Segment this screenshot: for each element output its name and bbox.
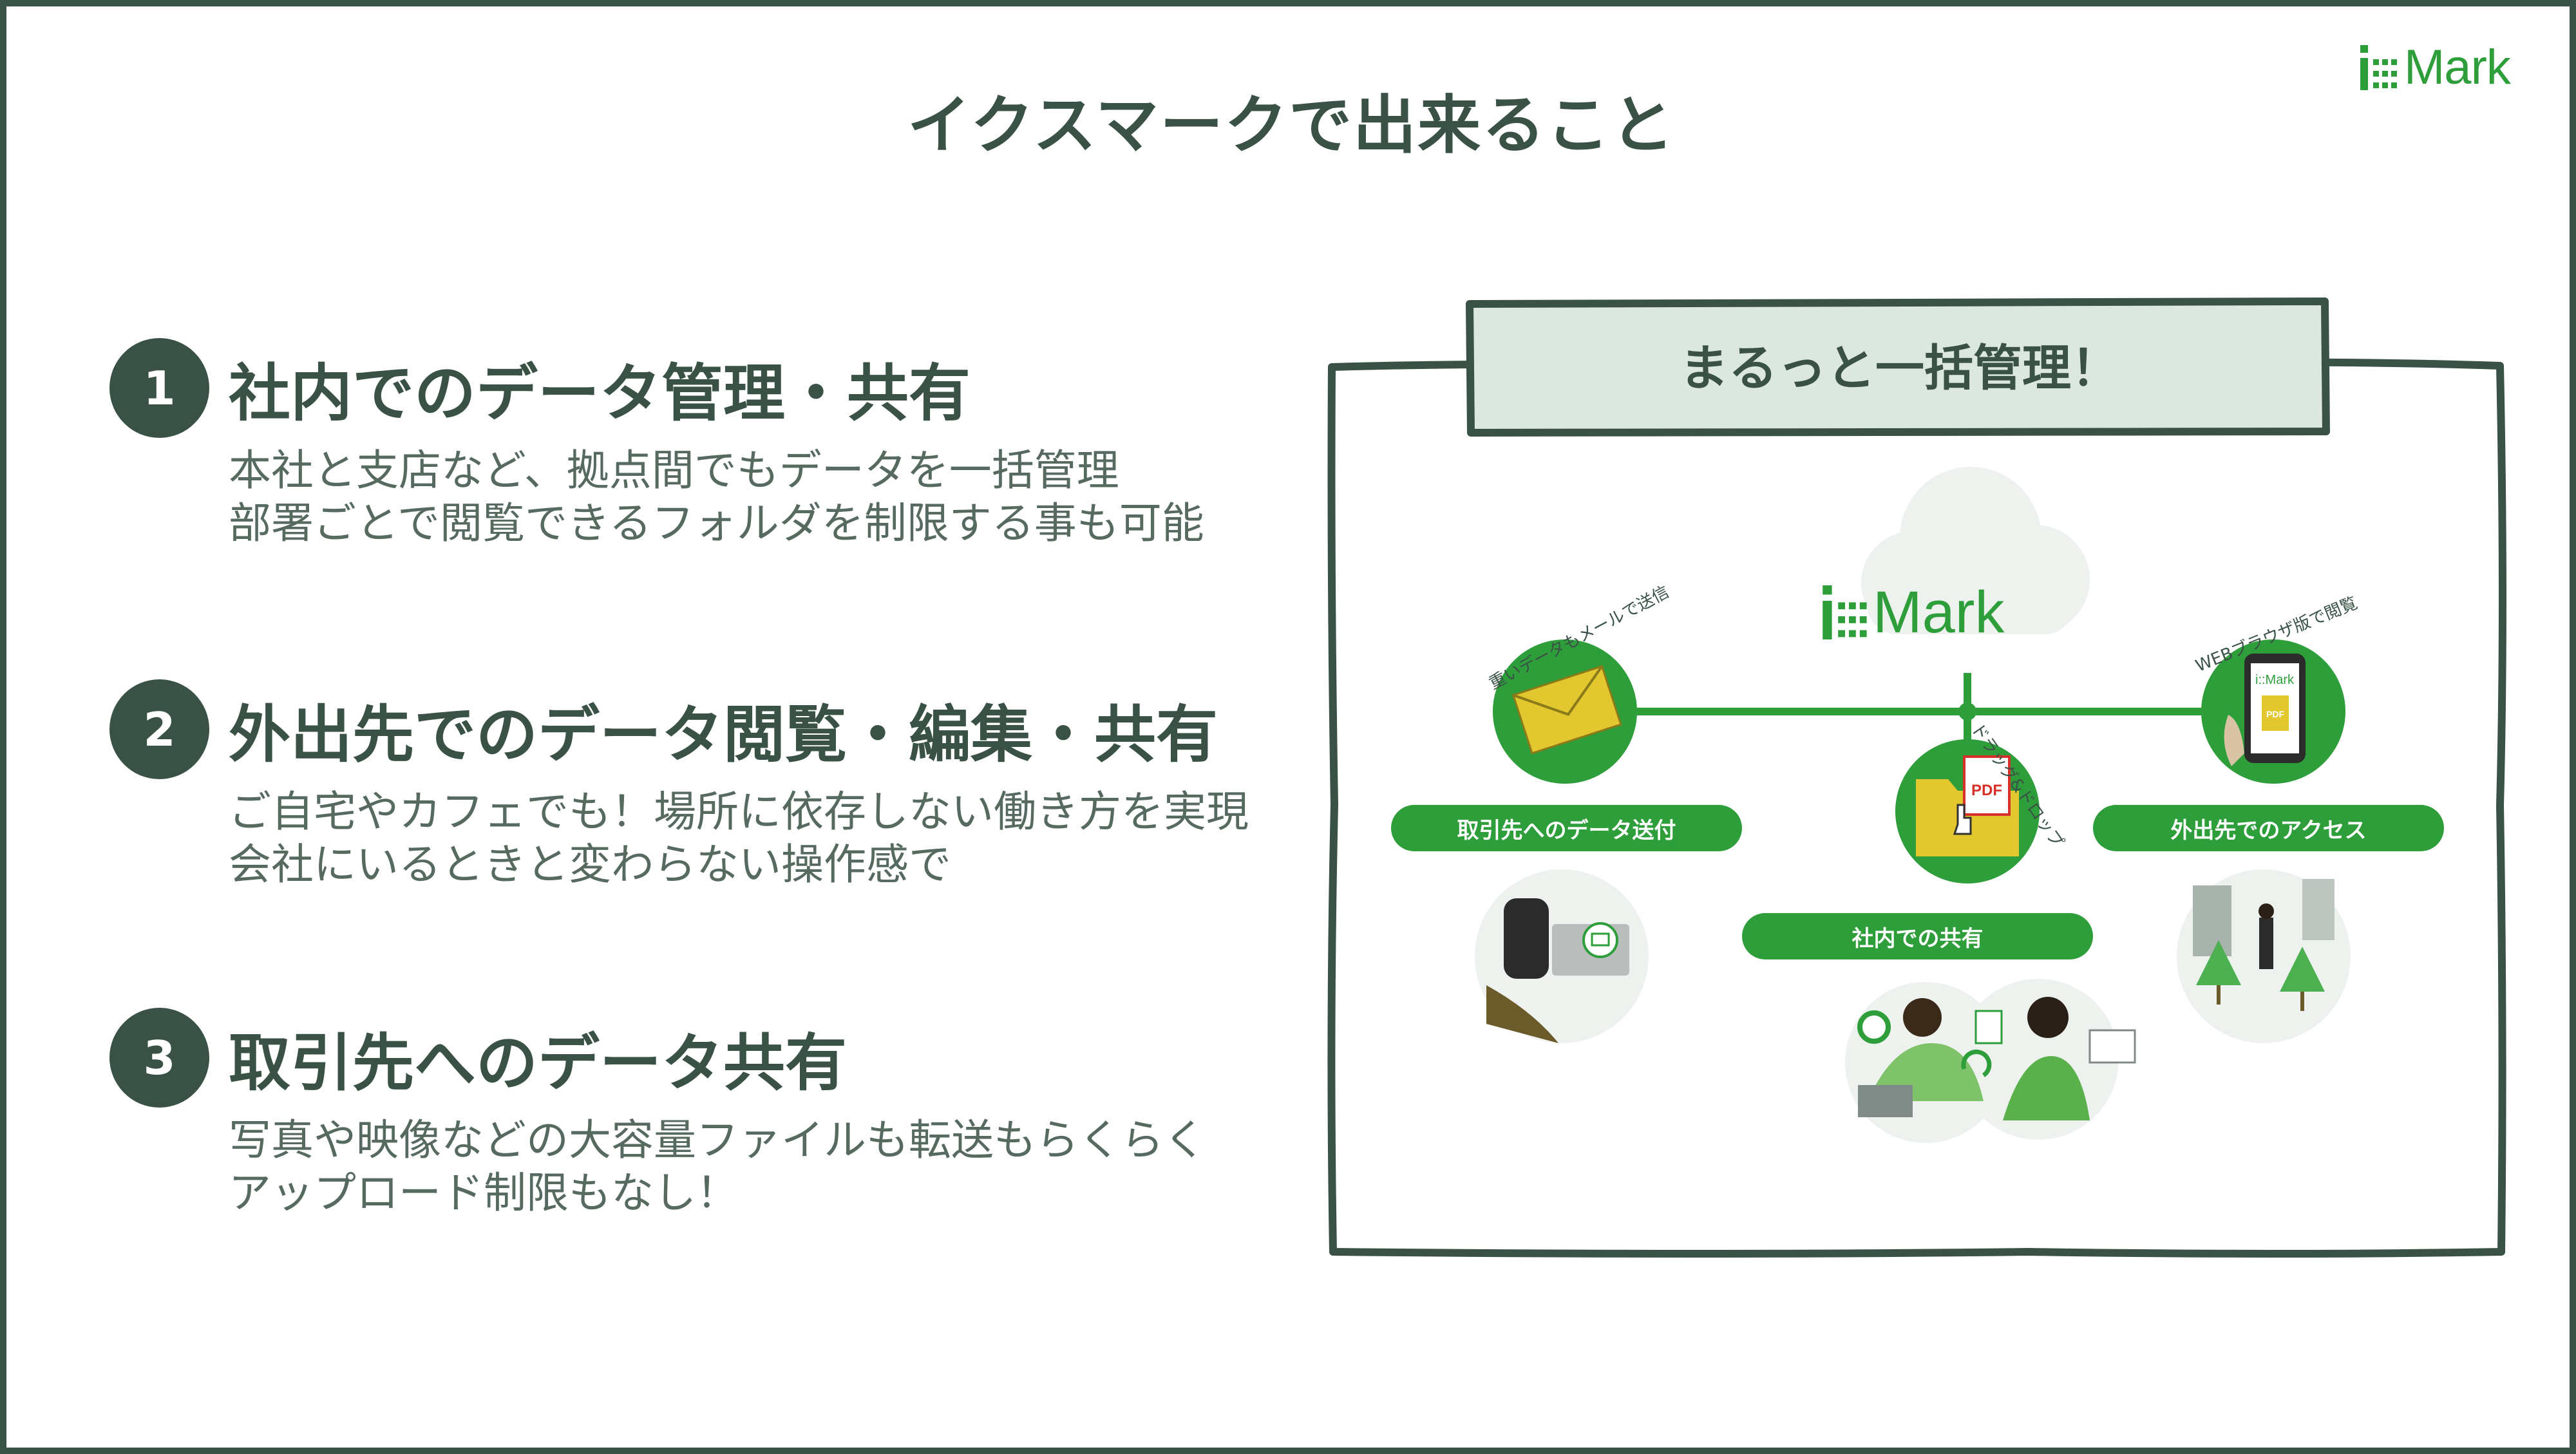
feature-description-line: 部署ごとで閲覧できるフォルダを制限する事も可能: [229, 498, 1204, 548]
svg-text:i::Mark: i::Mark: [2255, 673, 2295, 687]
logo-dots-icon: [1823, 585, 1867, 639]
logo-text: Mark: [2404, 40, 2511, 95]
svg-text:PDF: PDF: [1971, 782, 2002, 799]
svg-text:PDF: PDF: [2266, 709, 2284, 719]
outdoor-city-illustration: [2177, 869, 2351, 1043]
feature-description-line: 会社にいるときと変わらない操作感で: [229, 840, 951, 889]
feature-description: ご自宅やカフェでも！場所に依存しない働き方を実現 会社にいるときと変わらない操作…: [229, 786, 1249, 891]
feature-description-line: 写真や映像などの大容量ファイルも転送もらくらく: [229, 1115, 1206, 1165]
feature-heading: 社内でのデータ管理・共有: [229, 357, 971, 430]
cloud-ixmark-logo: Mark: [1823, 583, 2004, 642]
feature-heading: 取引先へのデータ共有: [229, 1027, 847, 1099]
ixmark-logo: Mark: [2360, 40, 2511, 95]
junction-dot: [1958, 703, 1976, 721]
banner-box: [1466, 297, 2330, 437]
feature-description-line: 本社と支店など、拠点間でもデータを一括管理: [229, 446, 1119, 495]
feature-description: 本社と支店など、拠点間でもデータを一括管理 部署ごとで閲覧できるフォルダを制限す…: [229, 444, 1204, 550]
badge-internal-share: 社内での共有: [1742, 913, 2093, 959]
feature-number-badge: 1: [109, 338, 209, 438]
feature-number-badge: 3: [109, 1008, 209, 1108]
team-sharing-illustration: [1845, 979, 2136, 1143]
cloud-icon: [1861, 467, 2090, 634]
phone-browser-icon: i::Mark PDF: [2201, 639, 2345, 784]
badge-remote-access: 外出先でのアクセス: [2093, 805, 2444, 851]
connector-lines: [1620, 673, 2280, 741]
feature-description: 写真や映像などの大容量ファイルも転送もらくらく アップロード制限もなし！: [229, 1114, 1206, 1220]
feature-number-badge: 2: [109, 679, 209, 779]
feature-heading: 外出先でのデータ閲覧・編集・共有: [229, 699, 1218, 771]
cloud-logo-text: Mark: [1873, 580, 2005, 645]
feature-description-line: ご自宅やカフェでも！場所に依存しない働き方を実現: [229, 787, 1249, 836]
diagram-banner: まるっと一括管理！: [1680, 339, 2120, 397]
business-person-illustration: [1475, 869, 1649, 1043]
page-title: イクスマークで出来ること: [907, 89, 1676, 162]
mail-send-icon: [1493, 639, 1637, 784]
feature-description-line: アップロード制限もなし！: [229, 1168, 739, 1218]
diagram-panel: PDF i::Mark PDF: [1327, 297, 2506, 1258]
logo-dots-icon: [2360, 45, 2397, 90]
folder-pdf-icon: PDF: [1895, 739, 2040, 883]
badge-partner-send: 取引先へのデータ送付: [1391, 805, 1742, 851]
